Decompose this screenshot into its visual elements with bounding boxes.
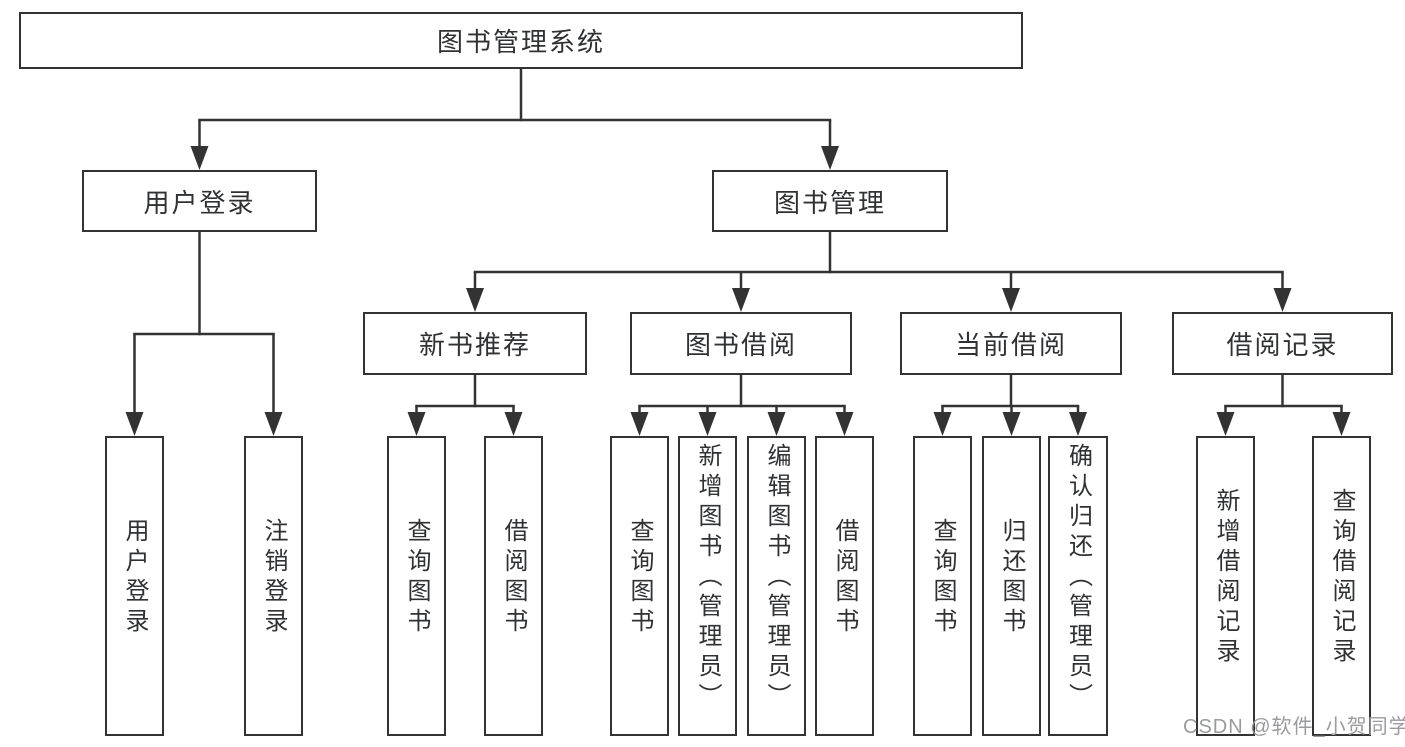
- node-query-books-recommendation: 查询图书: [387, 436, 446, 736]
- node-borrowing-records: 借阅记录: [1172, 312, 1393, 375]
- node-return-books: 归还图书: [982, 436, 1041, 736]
- node-current-borrowing: 当前借阅: [900, 312, 1122, 375]
- node-book-borrowing: 图书借阅: [630, 312, 852, 375]
- node-new-book-recommendation: 新书推荐: [363, 312, 587, 375]
- node-borrow-books-recommendation: 借阅图书: [484, 436, 543, 736]
- node-user-login-leaf: 用户登录: [105, 436, 164, 736]
- node-user-login: 用户登录: [82, 170, 317, 232]
- node-add-books-admin: 新增图书（管理员）: [678, 436, 737, 736]
- node-query-borrow-record: 查询借阅记录: [1312, 436, 1371, 736]
- node-edit-books-admin: 编辑图书（管理员）: [747, 436, 806, 736]
- node-confirm-return-admin: 确认归还（管理员）: [1048, 436, 1108, 736]
- node-add-borrow-record: 新增借阅记录: [1196, 436, 1255, 736]
- node-query-books-borrowing: 查询图书: [610, 436, 669, 736]
- node-borrow-books: 借阅图书: [815, 436, 874, 736]
- csdn-watermark: CSDN @软件_小贺同学: [1183, 716, 1405, 738]
- node-logout: 注销登录: [244, 436, 303, 736]
- node-book-management: 图书管理: [712, 170, 948, 232]
- node-library-management-system: 图书管理系统: [19, 12, 1023, 69]
- node-query-books-current: 查询图书: [913, 436, 972, 736]
